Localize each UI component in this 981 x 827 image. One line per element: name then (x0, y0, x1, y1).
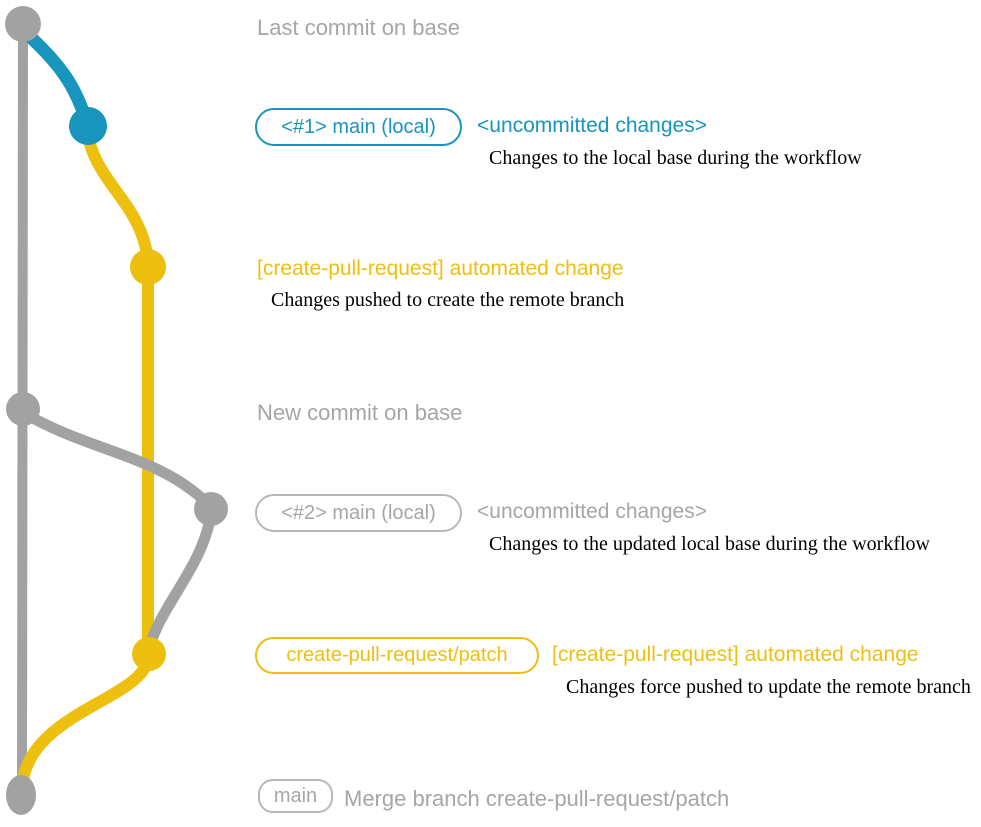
badge-main-text: main (273, 784, 318, 807)
label-merge-branch: Merge branch create-pull-request/patch (344, 786, 730, 811)
commit-dot-main-local-2 (194, 492, 228, 526)
commit-dot-last-base (5, 6, 41, 42)
badge-main: main (258, 779, 333, 813)
label-automated-change-1: [create-pull-request] automated change (257, 257, 624, 280)
badge-create-pull-request-patch-text: create-pull-request/patch (286, 644, 508, 666)
rebase-to-patch-curve (143, 511, 217, 652)
badge-main-local-1: <#1> main (local) (255, 108, 462, 146)
commit-dot-main-local-1 (69, 107, 107, 145)
desc-force-push-update-remote: Changes force pushed to update the remot… (566, 676, 971, 698)
patch-branch-merge-curve (16, 655, 154, 792)
desc-local-base-changes: Changes to the local base during the wor… (489, 147, 862, 169)
badge-main-local-2: <#2> main (local) (255, 494, 462, 532)
local-main-2-curve (21, 408, 214, 510)
desc-updated-local-base-changes: Changes to the updated local base during… (489, 533, 930, 555)
commit-dot-automated-change-2 (132, 637, 166, 671)
label-uncommitted-changes-2: <uncommitted changes> (477, 500, 707, 523)
desc-push-create-remote: Changes pushed to create the remote bran… (271, 289, 625, 311)
commit-dot-new-base (6, 392, 40, 426)
label-last-commit-on-base: Last commit on base (257, 15, 460, 40)
label-uncommitted-changes-1: <uncommitted changes> (477, 114, 707, 137)
patch-branch-curve-top (81, 129, 154, 269)
badge-main-local-1-text: <#1> main (local) (281, 115, 436, 138)
label-automated-change-2: [create-pull-request] automated change (552, 643, 919, 666)
badge-main-local-2-text: <#2> main (local) (281, 501, 436, 524)
commit-dot-automated-change-1 (130, 249, 166, 285)
label-new-commit-on-base: New commit on base (257, 400, 463, 425)
commit-dot-merge (6, 775, 36, 815)
badge-create-pull-request-patch: create-pull-request/patch (255, 637, 539, 674)
